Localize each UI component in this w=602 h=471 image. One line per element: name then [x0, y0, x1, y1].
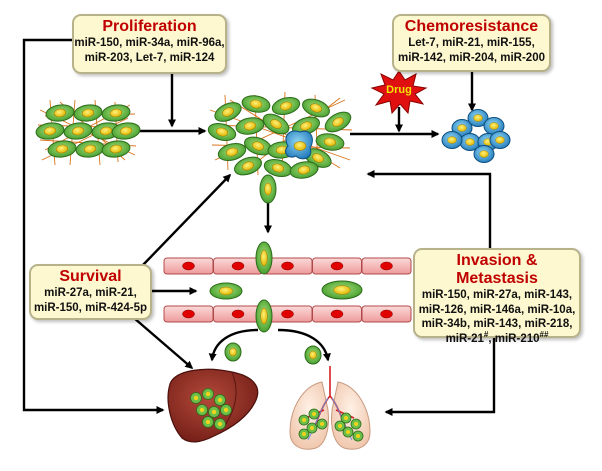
- invasion-title: Invasion & Metastasis: [456, 252, 538, 287]
- circulating-cell: [209, 282, 243, 300]
- tumor-mass-icon: [207, 91, 353, 179]
- proliferation-title: Proliferation: [102, 18, 197, 35]
- normal-cell: [47, 140, 77, 158]
- extravasated-cell-left: [224, 342, 242, 362]
- invasion-line-4-part1: miR-21: [445, 332, 484, 345]
- tumor-cell: [292, 116, 320, 136]
- tumor-cell: [263, 158, 293, 178]
- lung-metastasis-nodule: [350, 418, 362, 430]
- tumor-cell: [271, 96, 301, 116]
- resistant-cell: [489, 131, 511, 149]
- normal-cell: [73, 104, 103, 122]
- liver-metastasis-nodule: [220, 404, 232, 416]
- invasion-line-4: miR-21#, miR-210##: [415, 329, 579, 347]
- tumor-cell: [262, 113, 290, 135]
- invasion-line-4-part2: , miR-210: [488, 332, 540, 345]
- liver-metastasis-nodule: [202, 416, 214, 428]
- invasion-line-2: miR-126, miR-146a, miR-10a,: [418, 303, 576, 316]
- tumor-cell: [302, 98, 330, 118]
- normal-cell: [101, 140, 131, 158]
- normal-cell: [101, 104, 131, 122]
- tumor-cell: [315, 133, 345, 151]
- invasion-mirna-list: miR-150, miR-27a, miR-143, miR-126, miR-…: [415, 288, 579, 346]
- resistant-cell: [441, 131, 463, 149]
- liver-metastasis-nodule: [196, 404, 208, 416]
- resistant-cells-icon: [441, 109, 511, 163]
- lung-metastasis-nodule: [334, 420, 346, 432]
- invasion-line-1: miR-150, miR-27a, miR-143,: [421, 289, 573, 301]
- connector-arrows: [22, 38, 496, 416]
- resistant-cell: [467, 109, 489, 127]
- invasion-line-4-sup2: ##: [539, 329, 549, 339]
- chemoresistance-box: Chemoresistance Let-7, miR-21, miR-155, …: [392, 14, 551, 72]
- drug-burst-icon: Drug: [370, 70, 428, 115]
- survival-line-1: miR-27a, miR-21,: [44, 287, 137, 299]
- survival-to-liver-arrow: [133, 317, 194, 369]
- chemoresistance-line-2: miR-142, miR-204, miR-200: [397, 51, 545, 64]
- normal-cell: [35, 122, 65, 140]
- circulating-cell: [321, 280, 363, 300]
- lung-metastasis-nodule: [342, 426, 354, 438]
- resistant-cell: [459, 133, 481, 151]
- lungs-icon: [289, 366, 371, 450]
- survival-line-2: miR-150, miR-424-5p: [33, 301, 148, 314]
- tumor-cell: [214, 102, 242, 122]
- chemoresistance-mirna-list: Let-7, miR-21, miR-155, miR-142, miR-204…: [394, 36, 549, 65]
- blood-vessel-icon: [163, 241, 412, 333]
- lung-metastasis-nodule: [340, 412, 352, 424]
- liver-metastasis-nodule: [190, 392, 202, 404]
- proliferation-line-2: miR-203, Let-7, miR-124: [84, 51, 215, 64]
- proliferation-mirna-list: miR-150, miR-34a, miR-96a, miR-203, Let-…: [74, 36, 225, 65]
- survival-box: Survival miR-27a, miR-21, miR-150, miR-4…: [29, 264, 152, 320]
- resistant-cell-in-tumor: [285, 130, 313, 160]
- tumor-cell: [207, 122, 237, 142]
- resistant-cell: [473, 145, 495, 163]
- lung-metastasis-nodule: [352, 430, 364, 442]
- liver-metastasis-nodule: [214, 394, 226, 406]
- invasion-line-4-sup1: #: [483, 329, 489, 339]
- tumor-cell: [217, 142, 247, 162]
- tumor-cell: [234, 156, 262, 176]
- normal-cell: [45, 104, 75, 122]
- invasion-to-tumor-arrow: [366, 170, 492, 248]
- invasion-line-3: miR-34b, miR-143, miR-218,: [421, 318, 573, 330]
- invasion-to-lungs-arrow: [384, 338, 496, 416]
- proliferation-line-1: miR-150, miR-34a, miR-96a,: [74, 37, 225, 49]
- lung-metastasis-nodule: [316, 418, 328, 430]
- proliferation-to-liver-arrow: [22, 38, 165, 414]
- extravasation-right-arrow: [277, 328, 331, 362]
- liver-metastasis-nodule: [202, 388, 214, 400]
- chemoresistance-title: Chemoresistance: [404, 18, 539, 35]
- migrating-cell-icon: [259, 174, 277, 204]
- chemoresistance-line-1: Let-7, miR-21, miR-155,: [408, 37, 535, 49]
- proliferation-box: Proliferation miR-150, miR-34a, miR-96a,…: [72, 14, 227, 74]
- liver-icon: [167, 368, 259, 443]
- normal-cell: [63, 122, 93, 140]
- drug-label: Drug: [386, 84, 412, 96]
- resistant-cell: [483, 117, 505, 135]
- normal-cell: [75, 140, 105, 158]
- extravasated-cell-right: [304, 345, 322, 365]
- lung-metastasis-nodule: [306, 422, 318, 434]
- survival-to-tumor-arrow: [141, 173, 232, 267]
- normal-tissue-icon: [35, 99, 141, 166]
- tumor-cell: [289, 161, 319, 179]
- tumor-cell: [235, 117, 265, 135]
- survival-mirna-list: miR-27a, miR-21, miR-150, miR-424-5p: [31, 286, 150, 315]
- tumor-cell: [324, 111, 352, 133]
- lung-metastasis-nodule: [298, 428, 310, 440]
- liver-metastasis-nodule: [208, 406, 220, 418]
- lung-metastasis-nodule: [298, 414, 310, 426]
- lung-metastasis-nodule: [308, 408, 320, 420]
- extravasating-cell: [255, 299, 273, 333]
- normal-cell: [111, 122, 141, 140]
- intravasating-cell: [255, 241, 273, 275]
- survival-title: Survival: [59, 268, 122, 285]
- tumor-cell: [241, 95, 271, 113]
- invasion-metastasis-box: Invasion & Metastasis miR-150, miR-27a, …: [413, 248, 581, 345]
- extravasation-left-arrow: [208, 328, 259, 362]
- liver-metastasis-nodule: [214, 418, 226, 430]
